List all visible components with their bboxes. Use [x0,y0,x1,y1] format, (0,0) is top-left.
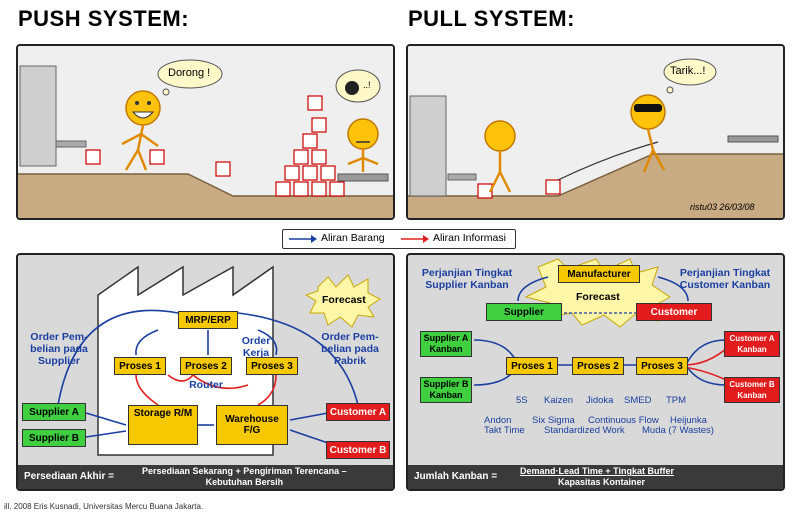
pull-supplier-box: Supplier [486,303,562,321]
router-label: Router [189,379,223,391]
push-diagram-panel: MRP/ERP Order Kerja Proses 1 Proses 2 Pr… [16,253,395,491]
flow-legend: Aliran Barang Aliran Informasi [282,229,516,249]
manufacturer-box: Manufacturer [558,265,640,283]
order-pabrik-label: Order Pem- belian pada Pabrik [321,331,379,367]
pull-proses-1-box: Proses 1 [506,357,558,375]
push-supplier-a-box: Supplier A [22,403,86,421]
pull-cartoon-illustration [408,46,783,218]
tool-smed: SMED [624,395,652,406]
jumlah-kanban-label: Jumlah Kanban = [414,471,498,482]
push-proses-3-box: Proses 3 [246,357,298,375]
tool-5s: 5S [516,395,528,406]
push-proses-1-box: Proses 1 [114,357,166,375]
tool-takt-time: Takt Time [484,425,525,436]
push-footer-bar: Persediaan Akhir = Persediaan Sekarang +… [18,465,393,489]
push-thought-bubble-text: Dorong ! [168,67,211,79]
storage-rm-box: Storage R/M [128,405,198,445]
tool-six-sigma: Six Sigma [532,415,575,426]
pull-proses-3-box: Proses 3 [636,357,688,375]
tool-heijunka: Heijunka [670,415,707,426]
pull-thought-bubble-text: Tarik...! [670,65,706,77]
order-kerja-label: Order Kerja [241,335,271,359]
perjanjian-supplier-label: Perjanjian Tingkat Supplier Kanban [421,267,513,291]
push-proses-2-box: Proses 2 [180,357,232,375]
push-supplier-b-box: Supplier B [22,429,86,447]
warehouse-fg-box: Warehouse F/G [216,405,288,445]
tool-jidoka: Jidoka [586,395,614,406]
push-customer-a-box: Customer A [326,403,390,421]
tool-muda: Muda (7 Wastes) [642,425,714,436]
pull-signature: ristu03 26/03/08 [690,202,755,212]
pull-footer-bar: Jumlah Kanban = Demand·Lead Time + Tingk… [408,465,783,489]
pull-cartoon-panel: Tarik...! ristu03 26/03/08 [406,44,785,220]
persediaan-akhir-formula: Persediaan Sekarang + Pengiriman Terenca… [142,466,347,487]
pull-customer-box: Customer [636,303,712,321]
tool-kaizen: Kaizen [544,395,574,406]
push-bomb-bubble-text: ..! [363,80,371,90]
credit-line: ill. 2008 Eris Kusnadi, Universitas Merc… [4,502,204,511]
legend-info-flow-label: Aliran Informasi [433,232,506,244]
legend-arrows [289,235,429,243]
perjanjian-customer-label: Perjanjian Tingkat Customer Kanban [679,267,771,291]
push-cartoon-panel: Dorong ! ..! [16,44,395,220]
push-forecast-label: Forecast [322,294,366,306]
supplier-a-kanban-box: Supplier A Kanban [420,331,472,357]
tool-andon: Andon [484,415,512,426]
tool-continuous-flow: Continuous Flow [588,415,659,426]
pull-diagram-panel: Perjanjian Tingkat Supplier Kanban Perja… [406,253,785,491]
tool-standardized-work: Standardized Work [544,425,625,436]
pull-system-title: PULL SYSTEM: [408,6,575,31]
pull-proses-2-box: Proses 2 [572,357,624,375]
legend-goods-flow-label: Aliran Barang [321,232,385,244]
supplier-b-kanban-box: Supplier B Kanban [420,377,472,403]
push-system-title: PUSH SYSTEM: [18,6,190,31]
tool-tpm: TPM [666,395,687,406]
persediaan-akhir-label: Persediaan Akhir = [24,471,114,482]
customer-b-kanban-box: Customer B Kanban [724,377,780,403]
storage-rm-label: Storage R/M [133,408,193,419]
order-supplier-label: Order Pem- belian pada Supplier [30,331,88,367]
push-cartoon-illustration [18,46,393,218]
push-customer-b-box: Customer B [326,441,390,459]
mrp-erp-box: MRP/ERP [178,311,238,329]
jumlah-kanban-numerator: Demand·Lead Time + Tingkat Buffer [520,466,674,476]
jumlah-kanban-denominator: Kapasitas Kontainer [558,477,646,487]
pull-forecast-label: Forecast [576,291,620,303]
customer-a-kanban-box: Customer A Kanban [724,331,780,357]
